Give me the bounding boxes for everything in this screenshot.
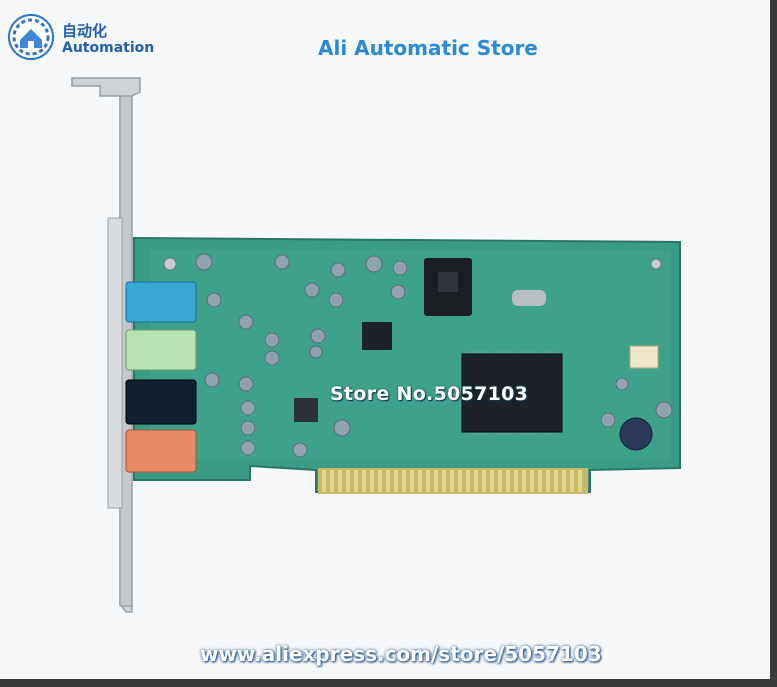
store-title: Ali Automatic Store	[318, 36, 538, 60]
optical-port	[424, 258, 472, 316]
crystal-oscillator	[512, 290, 546, 306]
edge-connector	[318, 468, 588, 494]
sound-card-photo	[71, 77, 681, 613]
store-watermark: Store No.5057103	[330, 383, 529, 405]
store-url: www.aliexpress.com/store/5057103	[200, 642, 602, 666]
regulator-chip	[294, 398, 318, 422]
connector-header	[629, 345, 659, 369]
mounting-hole	[163, 257, 177, 271]
large-capacitor	[619, 417, 653, 451]
logo-text-english: Automation	[62, 40, 155, 56]
circuit-board	[133, 236, 681, 493]
main-chip	[461, 351, 563, 435]
mounting-hole	[650, 258, 662, 270]
brand-logo: 自动化 Automation	[8, 14, 154, 62]
codec-chip	[362, 322, 392, 350]
audio-jacks	[125, 281, 197, 473]
logo-text-chinese: 自动化	[62, 22, 108, 40]
capacitors	[195, 253, 673, 458]
home-gear-icon	[8, 14, 54, 60]
